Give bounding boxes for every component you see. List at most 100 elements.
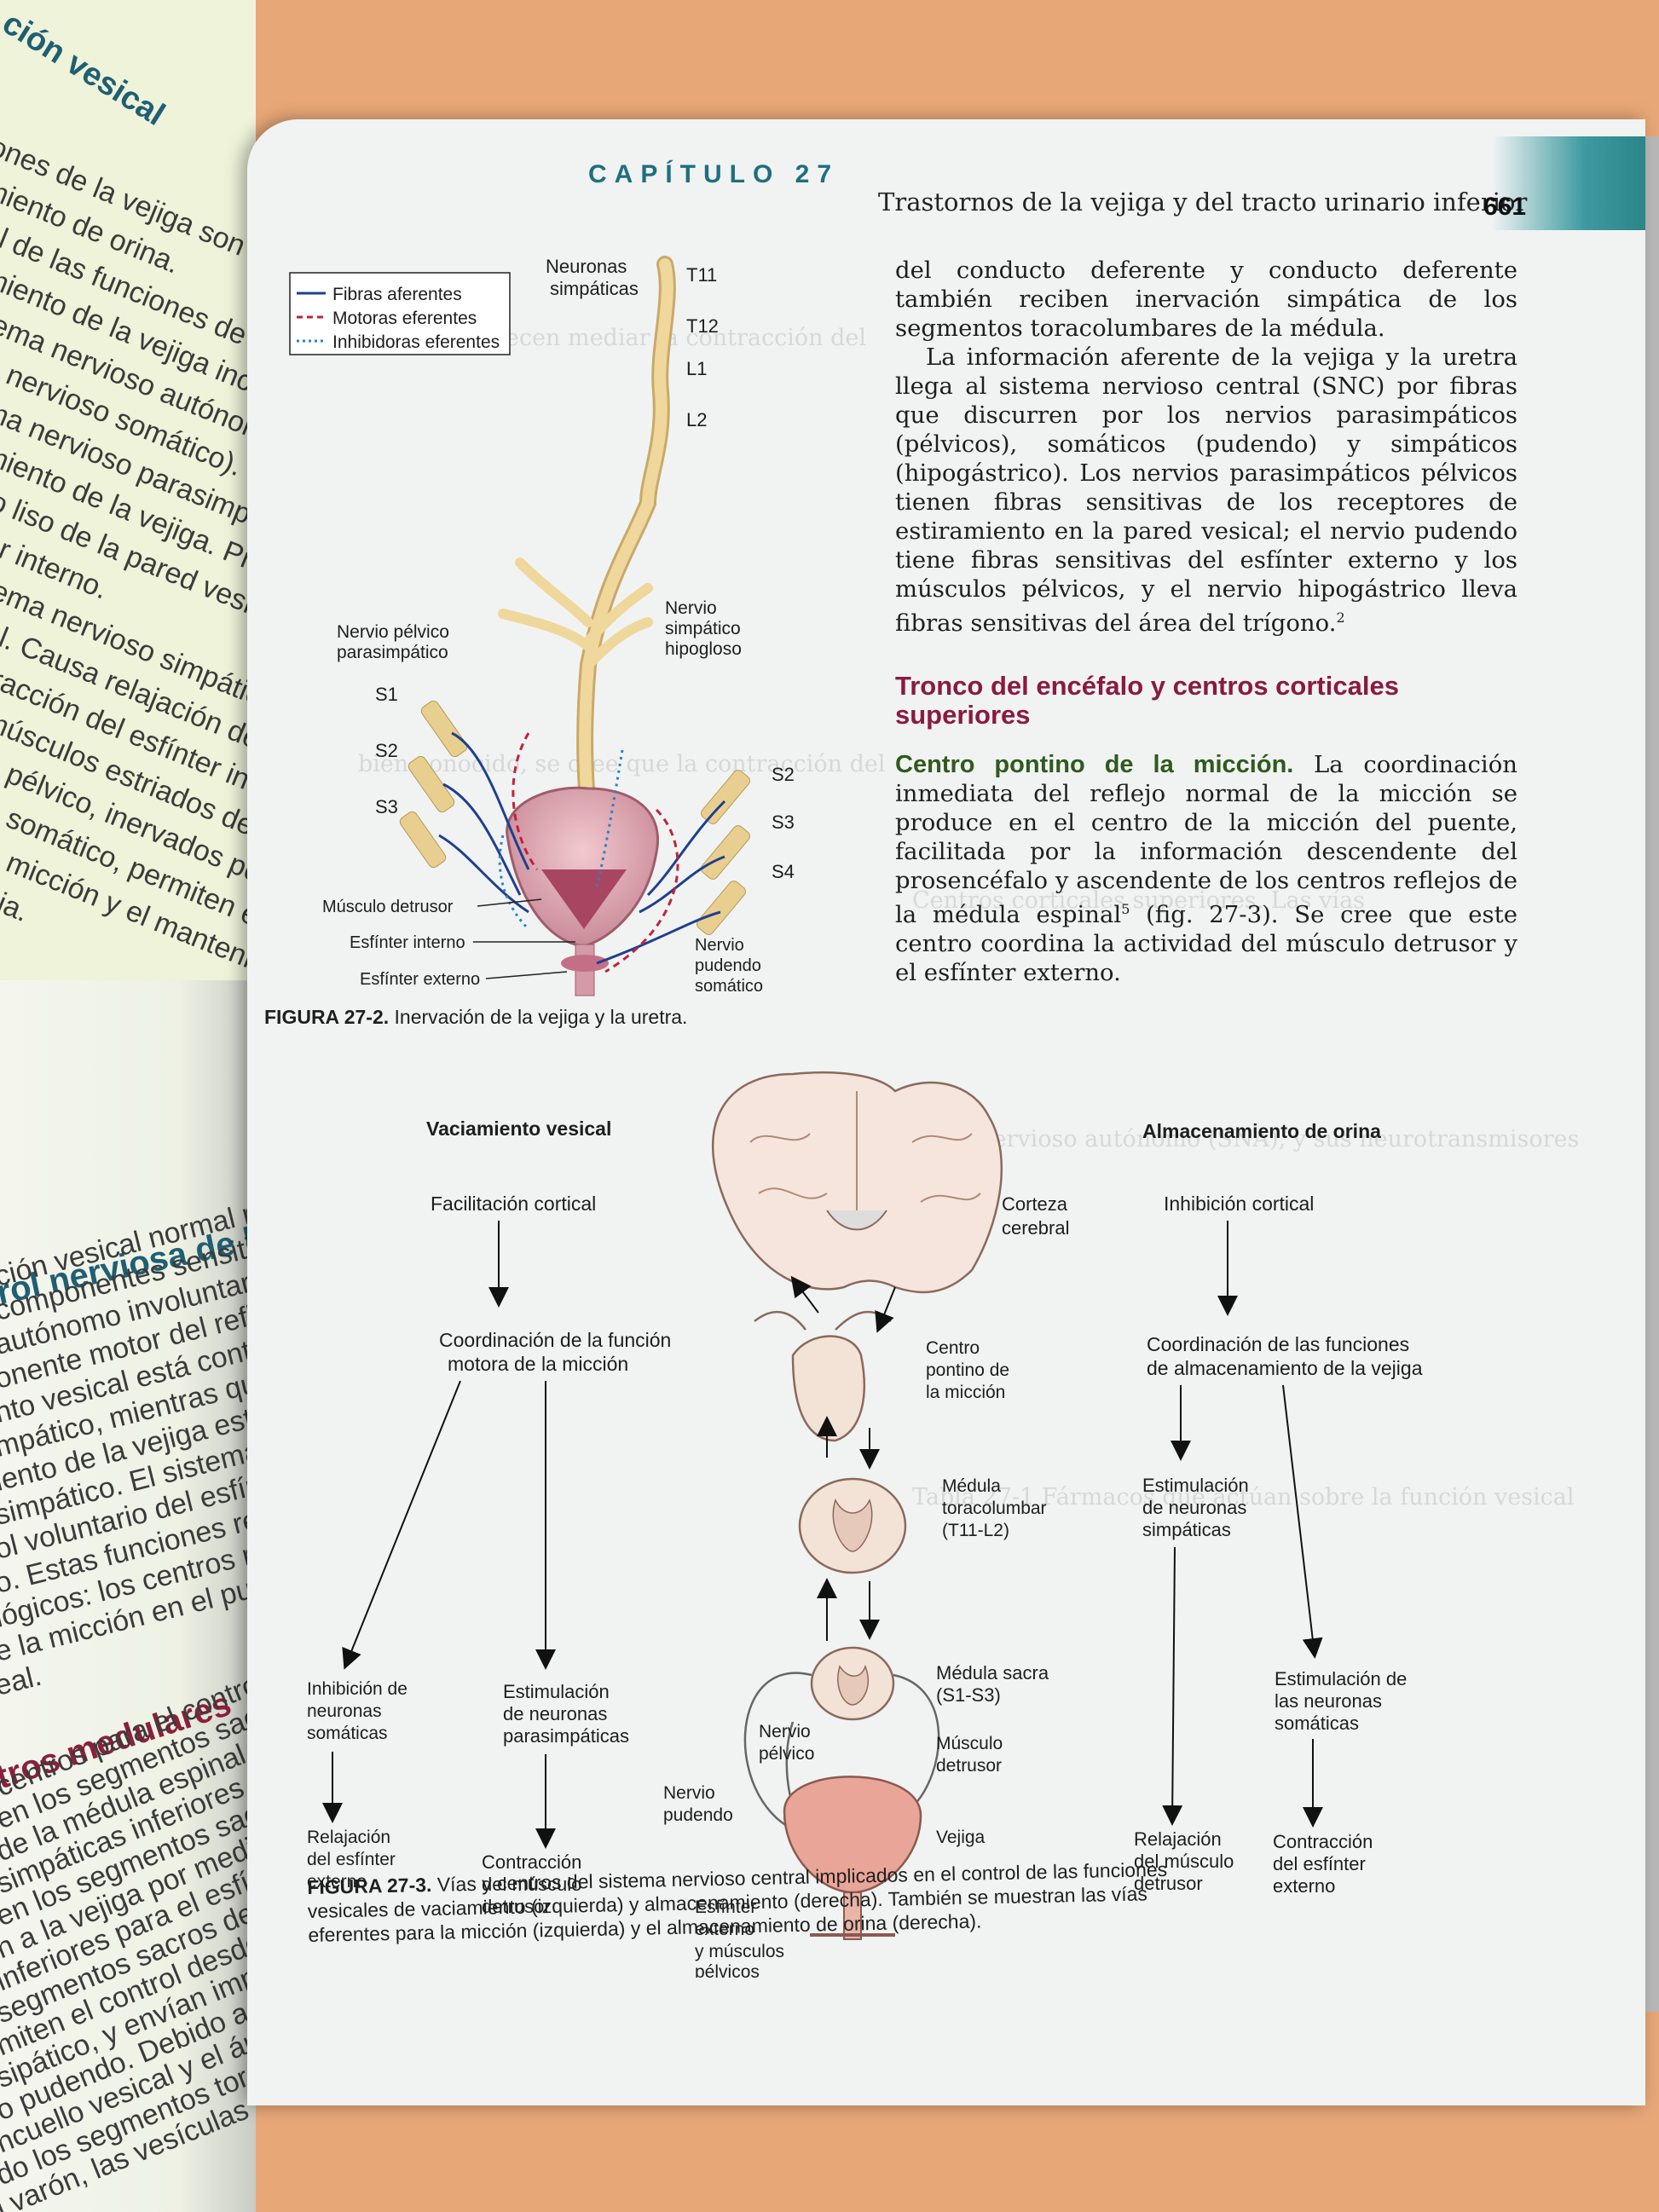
label-l1: L1 — [686, 358, 707, 379]
label-hypo-2: simpático — [665, 619, 741, 638]
running-title: Trastornos de la vejiga y del tracto uri… — [878, 188, 1528, 217]
right-node-6a: Contracción — [1273, 1831, 1373, 1852]
label-pontino-1: Centro — [926, 1338, 980, 1358]
label-hypo-3: hipogloso — [665, 639, 742, 659]
label-sacra-2: (S1-S3) — [936, 1684, 1001, 1706]
left-node-6c: detrusor — [482, 1896, 551, 1917]
label-detrusor: Músculo detrusor — [322, 898, 454, 916]
chapter-label: CAPÍTULO 27 — [588, 160, 840, 188]
left-node-1: Facilitación cortical — [431, 1193, 596, 1215]
label-pud-2: pudendo — [695, 956, 761, 975]
label-esfinter-1: Esfínter — [695, 1897, 756, 1917]
label-s2: S2 — [375, 740, 398, 761]
label-esfinter-4: pélvicos — [695, 1962, 760, 1978]
left-node-2b: motora de la micción — [448, 1353, 628, 1375]
section-heading: Tronco del encéfalo y centros corticales… — [895, 671, 1399, 731]
left-node-3a: Inhibición de — [307, 1679, 408, 1699]
left-node-5a: Relajación — [307, 1828, 390, 1847]
label-t12: T12 — [686, 315, 719, 337]
thoracolumbar-cord-drawing — [798, 1477, 907, 1574]
right-node-3c: simpáticas — [1142, 1519, 1231, 1540]
right-node-1: Inhibición cortical — [1164, 1193, 1314, 1215]
left-page: ción vesical iones de la vejiga son el a… — [0, 0, 256, 2212]
right-node-4a: Estimulación de — [1275, 1668, 1407, 1689]
right-node-4c: somáticas — [1275, 1712, 1359, 1734]
figure-27-2: Fibras aferentes Motoras eferentes Inhib… — [289, 256, 795, 996]
left-node-6a: Contracción — [482, 1851, 581, 1873]
figure-27-3: Vaciamiento vesical Almacenamiento de or… — [307, 1071, 1423, 1978]
root-rs3 — [701, 825, 750, 880]
label-musculo-1: Músculo — [936, 1734, 1003, 1753]
left-page-line: eal. — [0, 1659, 45, 1702]
inhibitory-efferent-fibers — [498, 749, 624, 931]
label-rs4: S4 — [772, 861, 795, 882]
label-l2: L2 — [686, 409, 707, 430]
label-s1: S1 — [375, 684, 398, 705]
right-node-5b: del músculo — [1134, 1851, 1234, 1872]
label-pud-1: Nervio — [695, 936, 744, 955]
label-pudendo-2: pudendo — [663, 1805, 733, 1825]
label-esfinter-2: externo — [695, 1920, 754, 1939]
right-node-3b: de neuronas — [1142, 1497, 1246, 1518]
paragraph-3: Centro pontino de la micción. La coordin… — [895, 751, 1517, 987]
left-node-3c: somáticas — [307, 1724, 388, 1743]
external-sphincter — [561, 955, 609, 972]
left-node-6b: del músculo — [482, 1874, 581, 1895]
left-node-5b: del esfínter — [307, 1850, 396, 1869]
root-s1 — [420, 700, 468, 758]
label-pudendo-1: Nervio — [663, 1783, 715, 1803]
right-node-6c: externo — [1273, 1875, 1335, 1897]
right-node-2b: de almacenamiento de la vejiga — [1147, 1357, 1423, 1379]
left-node-2a: Coordinación de la función — [439, 1329, 671, 1351]
right-page: CAPÍTULO 27 Trastornos de la vejiga y de… — [247, 119, 1645, 2105]
label-rs3: S3 — [772, 811, 795, 833]
motor-efferent-fibers — [512, 732, 539, 870]
nerve-branches — [498, 557, 653, 670]
legend-box — [289, 272, 511, 355]
pons-drawing — [754, 1310, 892, 1442]
label-pontino-2: pontino de — [926, 1360, 1009, 1380]
root-s2 — [408, 755, 455, 813]
text-column: del conducto deferente y conducto defere… — [895, 256, 1517, 987]
root-rs2 — [701, 770, 750, 824]
label-esfinter-3: y músculos — [695, 1942, 784, 1961]
right-node-5c: detrusor — [1134, 1873, 1203, 1894]
bladder-drawing — [783, 1776, 922, 1940]
bladder — [506, 786, 659, 948]
cerebral-cortex-drawing — [711, 1071, 1003, 1294]
label-corteza-2: cerebral — [1002, 1217, 1069, 1239]
label-rs2: S2 — [772, 764, 795, 785]
right-node-2a: Coordinación de las funciones — [1147, 1333, 1409, 1355]
paragraph-2: La información aferente de la vejiga y l… — [895, 344, 1517, 638]
left-node-4c: parasimpáticas — [503, 1725, 629, 1747]
legend-motor: Motoras eferentes — [332, 309, 477, 328]
root-s3 — [399, 811, 447, 869]
pudendal-fibers — [596, 800, 726, 965]
paragraph-1: del conducto deferente y conducto defere… — [895, 257, 1517, 342]
legend-afferent: Fibras aferentes — [332, 285, 462, 304]
label-neuronas: Neuronas — [546, 256, 627, 277]
label-pontino-3: la micción — [926, 1383, 1005, 1402]
right-node-4b: las neuronas — [1275, 1690, 1382, 1712]
label-tl-1: Médula — [942, 1476, 1001, 1496]
label-sacra-1: Médula sacra — [936, 1662, 1049, 1684]
left-node-4b: de neuronas — [503, 1703, 607, 1724]
left-node-5c: externo — [307, 1872, 367, 1891]
root-rs4 — [697, 881, 746, 935]
label-pelvico-1: Nervio — [759, 1722, 811, 1741]
label-t11: T11 — [686, 264, 717, 286]
label-simpaticas: simpáticas — [550, 278, 639, 299]
label-tl-2: toracolumbar — [942, 1499, 1047, 1518]
chapter-tab — [1492, 136, 1645, 230]
sacral-cord-drawing — [810, 1646, 895, 1721]
right-node-5a: Relajación — [1134, 1828, 1222, 1850]
label-parasympathetic: parasimpático — [337, 643, 448, 662]
label-vejiga: Vejiga — [936, 1828, 986, 1847]
label-pud-3: somático — [695, 977, 763, 996]
label-corteza-1: Corteza — [1002, 1193, 1068, 1215]
legend-inhibitory: Inhibidoras eferentes — [332, 332, 500, 352]
label-hypo-1: Nervio — [665, 598, 717, 618]
runin-heading: Centro pontino de la micción. — [895, 751, 1294, 779]
left-node-3b: neuronas — [307, 1701, 382, 1721]
fig3-left-title: Vaciamiento vesical — [426, 1118, 611, 1140]
